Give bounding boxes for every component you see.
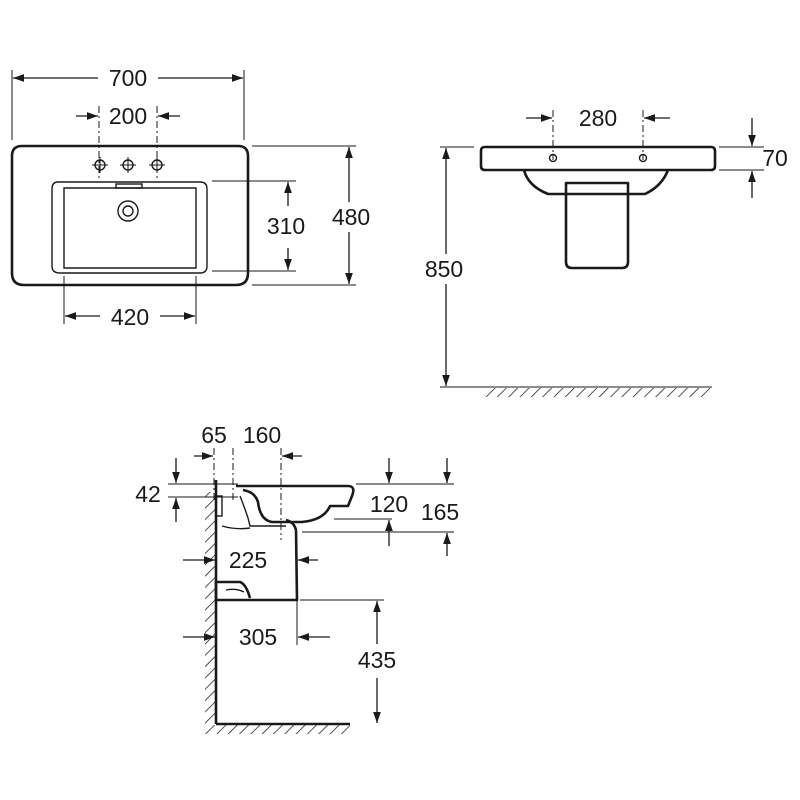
- dim-overall-height: 165: [421, 499, 459, 525]
- pedestal-side: [214, 518, 299, 602]
- floor-section: [205, 722, 350, 734]
- dim-overall-width: 700: [109, 65, 147, 91]
- dim-bowl-depth-side: 120: [370, 491, 408, 517]
- side-view: 65 160 42 120 165 225 305 435: [135, 422, 459, 734]
- dim-bowl-width: 420: [111, 304, 149, 330]
- dim-rim-to-overflow: 42: [135, 481, 161, 507]
- drain-icon: [117, 200, 139, 222]
- basin-outline-top: [10, 144, 250, 287]
- pedestal-front: [564, 181, 630, 270]
- dim-installation-height: 850: [425, 256, 463, 282]
- wall-section: [205, 480, 218, 724]
- tap-hole-icon: [92, 157, 165, 173]
- basin-outline-front: [479, 145, 717, 172]
- dim-pedestal-projection: 305: [239, 624, 277, 650]
- dim-overall-depth: 480: [332, 204, 370, 230]
- bowl-outline-top: [51, 181, 208, 274]
- dim-floor-clearance: 435: [358, 647, 396, 673]
- dim-wall-offset: 65: [201, 422, 227, 448]
- front-view: 280 70 850: [425, 105, 788, 397]
- floor-line-front: [440, 386, 712, 397]
- dim-pedestal-depth: 225: [229, 547, 267, 573]
- dim-tap-spacing-front: 280: [579, 105, 617, 131]
- dim-tap-offset: 160: [243, 422, 281, 448]
- dim-bowl-depth-top: 310: [267, 213, 305, 239]
- top-view: 700 200 420 310 480: [10, 65, 370, 330]
- dim-rim-height: 70: [762, 145, 788, 171]
- dim-tap-spacing-top: 200: [109, 103, 147, 129]
- basin-profile-side: [236, 484, 355, 524]
